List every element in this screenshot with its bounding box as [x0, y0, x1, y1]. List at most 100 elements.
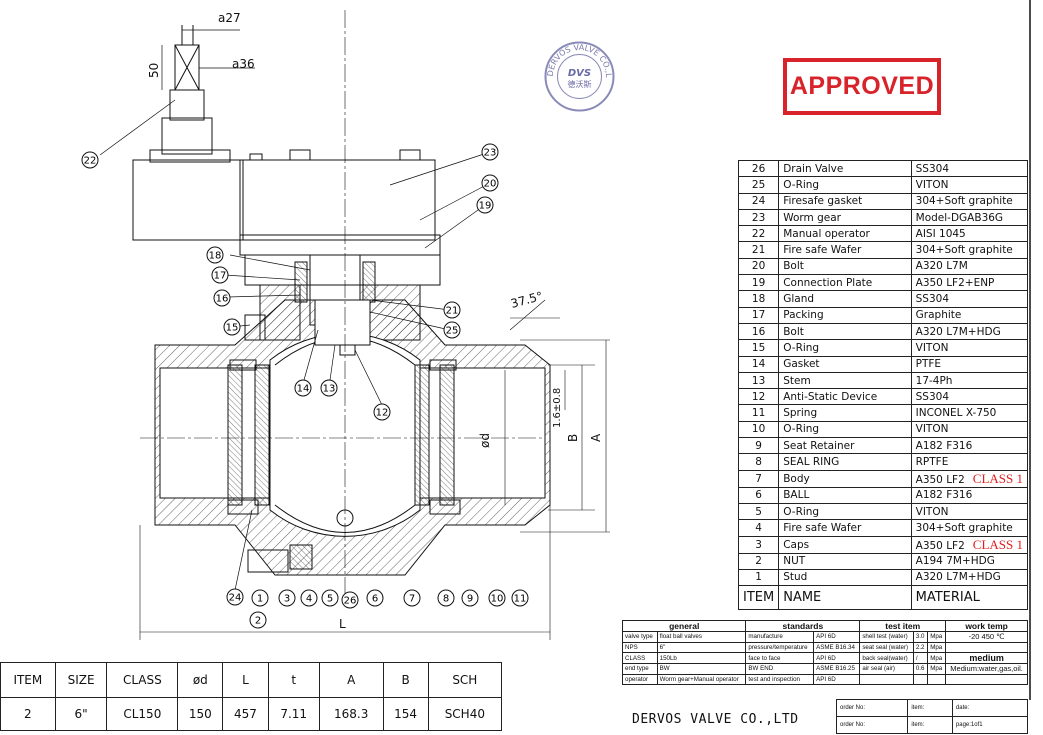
- part-material: 304+Soft graphite: [910, 519, 1029, 537]
- balloon-callout: 9: [461, 589, 479, 607]
- approved-stamp: APPROVED: [783, 58, 941, 115]
- part-number: 11: [737, 404, 780, 422]
- part-material: VITON: [910, 420, 1029, 439]
- part-name: Firesafe gasket: [778, 192, 912, 210]
- size-value-cell: 457: [222, 697, 269, 731]
- spec-header-test: test item: [859, 620, 947, 632]
- spec-cell: air seal (air): [859, 663, 914, 675]
- part-name: Spring: [778, 404, 912, 422]
- part-name: Drain Valve: [778, 159, 912, 178]
- order-page: page:1of1: [951, 716, 1029, 734]
- size-value-cell: 6": [54, 697, 108, 731]
- parts-row: 2 NUT A194 7M+HDG: [737, 552, 1029, 570]
- spec-cell: valve type: [622, 631, 658, 643]
- size-value-cell: 154: [382, 697, 429, 731]
- spec-cell: end type: [622, 663, 658, 675]
- spec-cell: [945, 673, 1028, 686]
- balloon-number: 2: [255, 616, 261, 627]
- balloon-number: 15: [226, 323, 239, 334]
- spec-cell: operator: [622, 673, 658, 686]
- part-material: SS304: [910, 159, 1029, 178]
- balloon-callout: 1: [251, 589, 269, 607]
- balloon-number: 25: [446, 326, 459, 337]
- spec-cell: CLASS: [622, 652, 658, 665]
- order-no-2: order No:: [835, 716, 909, 734]
- part-number: 21: [737, 241, 780, 259]
- size-header-cell: t: [267, 662, 320, 698]
- part-number: 6: [737, 486, 780, 504]
- spec-cell: ASME B16.34: [813, 641, 861, 654]
- balloon-number: 26: [344, 596, 357, 607]
- part-name: Manual operator: [778, 225, 912, 243]
- size-value-cell: 2: [0, 697, 56, 731]
- spec-cell: Mpa: [927, 641, 947, 654]
- order-table: order No: item: date: order No: item: pa…: [835, 699, 1029, 734]
- part-name: Packing: [778, 306, 912, 324]
- spec-cell: medium: [945, 652, 1028, 665]
- part-number: 12: [737, 388, 780, 406]
- svg-text:德沃斯: 德沃斯: [568, 79, 592, 89]
- part-material: 304+Soft graphite: [910, 241, 1029, 259]
- spec-header-standards: standards: [745, 620, 861, 632]
- dim-a27: a27: [218, 11, 241, 25]
- parts-row: 17 Packing Graphite: [737, 306, 1029, 324]
- spec-cell: [912, 673, 929, 686]
- spec-cell: Worm gear+Manual operator: [656, 673, 747, 686]
- part-name: Body: [778, 469, 912, 488]
- dim-a: A: [589, 433, 603, 442]
- spec-cell: Mpa: [927, 663, 947, 675]
- balloon-number: 6: [372, 594, 378, 605]
- part-material: 304+Soft graphite: [910, 192, 1029, 210]
- spec-cell: 6": [656, 641, 747, 654]
- parts-row: 1 Stud A320 L7M+HDG: [737, 568, 1029, 587]
- part-number: 7: [737, 469, 780, 488]
- spec-cell: shell test (water): [859, 631, 914, 643]
- spec-header-general: general: [621, 620, 747, 632]
- part-material: SS304: [910, 388, 1029, 406]
- spec-cell: Mpa: [927, 652, 947, 665]
- part-number: 2: [737, 552, 780, 570]
- spec-cell: 150Lb: [656, 652, 747, 665]
- size-header-cell: ød: [177, 662, 224, 698]
- parts-row: 10 O-Ring VITON: [737, 420, 1029, 439]
- company-name: DERVOS VALVE CO.,LTD: [632, 712, 799, 727]
- size-header-cell: B: [382, 662, 429, 698]
- part-name: Gasket: [778, 355, 912, 373]
- size-header-cell: L: [222, 662, 269, 698]
- order-date: date:: [951, 699, 1029, 717]
- svg-text:DVS: DVS: [568, 68, 591, 79]
- balloon-number: 8: [443, 594, 449, 605]
- part-name: Caps: [778, 535, 912, 554]
- balloon-number: 4: [306, 594, 312, 605]
- balloon-callout: 17: [211, 266, 229, 284]
- dim-50: 50: [147, 63, 161, 78]
- balloon-number: 14: [297, 384, 310, 395]
- balloon-callout: 22: [81, 151, 99, 169]
- part-name: O-Ring: [778, 420, 912, 439]
- part-name: O-Ring: [778, 502, 912, 521]
- part-material: A320 L7M+HDG: [910, 322, 1029, 341]
- part-number: 19: [737, 274, 780, 292]
- part-number: 17: [737, 306, 780, 324]
- spec-cell: seat seal (water): [859, 641, 914, 654]
- spec-cell: [859, 673, 914, 686]
- balloon-number: 24: [229, 593, 242, 604]
- part-number: 3: [737, 535, 780, 554]
- parts-row: 8 SEAL RING RPTFE: [737, 453, 1029, 471]
- size-value-cell: 168.3: [318, 697, 384, 731]
- size-header-cell: CLASS: [106, 662, 179, 698]
- part-name: Fire safe Wafer: [778, 519, 912, 537]
- part-material: RPTFE: [910, 453, 1029, 471]
- balloon-number: 13: [323, 384, 336, 395]
- spec-cell: BW: [656, 663, 747, 675]
- balloon-callout: 19: [476, 196, 494, 214]
- header-material: MATERIAL: [910, 585, 1029, 611]
- part-name: Bolt: [778, 257, 912, 276]
- dim-a36: a36: [232, 57, 255, 71]
- part-material: VITON: [910, 339, 1029, 357]
